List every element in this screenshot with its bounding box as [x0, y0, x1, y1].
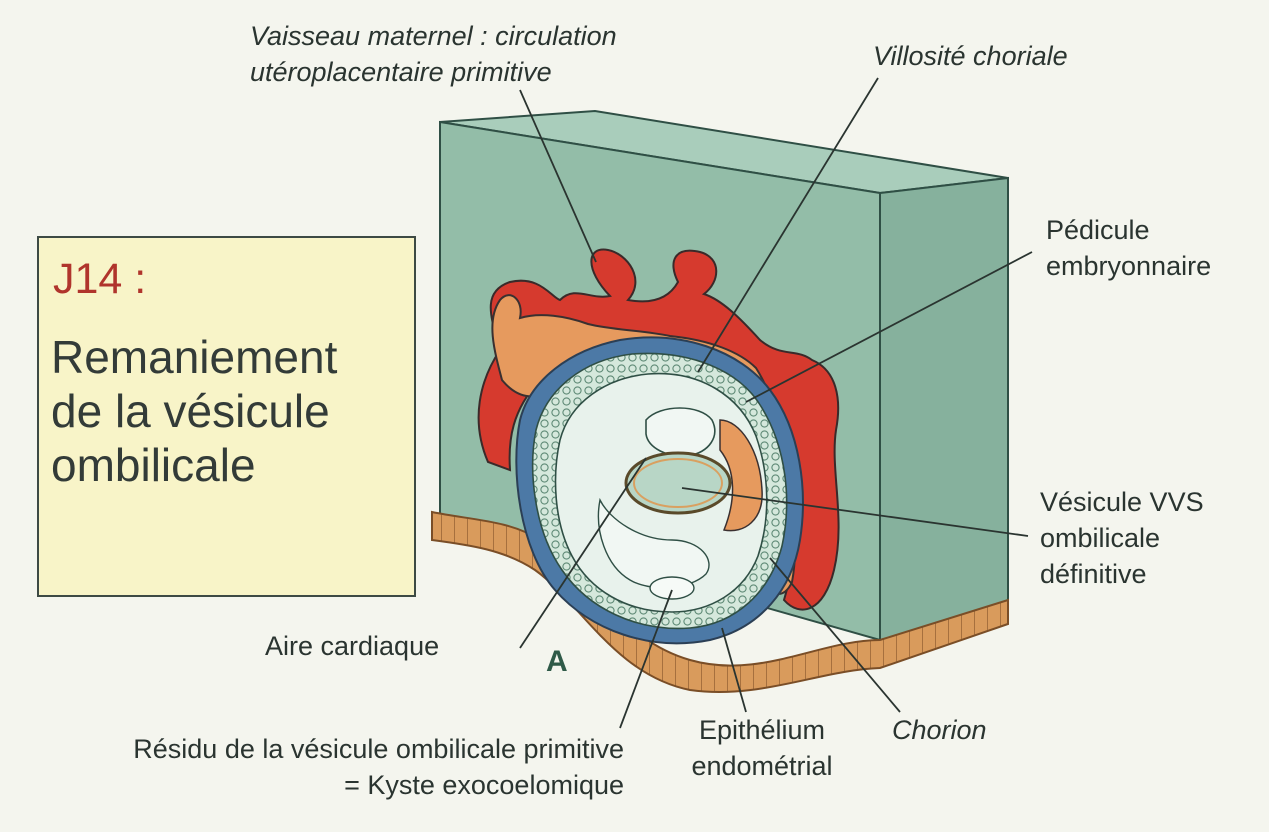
yolk-sac-inner: [633, 458, 723, 508]
exocoelomic-cyst: [597, 497, 710, 589]
label-chorion: Chorion: [892, 715, 987, 745]
embryonic-stalk: [719, 419, 763, 532]
label-vaisseau-maternel: Vaisseau maternel : circulation utéropla…: [250, 21, 617, 87]
label-pedicule-embryonnaire: Pédicule embryonnaire: [1046, 215, 1212, 281]
title-main: Remaniement de la vésicule ombilicale: [51, 330, 337, 492]
label-aire-cardiaque: Aire cardiaque: [265, 631, 440, 661]
block-side-face: [879, 176, 1009, 642]
label-villosite-choriale: Villosité choriale: [873, 41, 1068, 71]
title-day: J14 :: [53, 255, 147, 303]
panel-letter: A: [546, 645, 568, 678]
leader-lines: [519, 77, 1033, 729]
label-vesicule-definitive: Vésicule VVS ombilicale définitive: [1040, 487, 1204, 589]
title-line-3: ombilicale: [51, 439, 256, 491]
title-line-2: de la vésicule: [51, 385, 330, 437]
title-box: J14 : Remaniement de la vésicule ombilic…: [37, 236, 416, 597]
label-epithelium: Epithélium endométrial: [691, 715, 833, 781]
amniotic-cavity: [645, 407, 716, 458]
definitive-yolk-sac: [624, 451, 732, 515]
label-residu-vesicule: Résidu de la vésicule ombilicale primiti…: [133, 734, 624, 800]
title-line-1: Remaniement: [51, 331, 338, 383]
cardiac-area-oval: [649, 576, 695, 600]
